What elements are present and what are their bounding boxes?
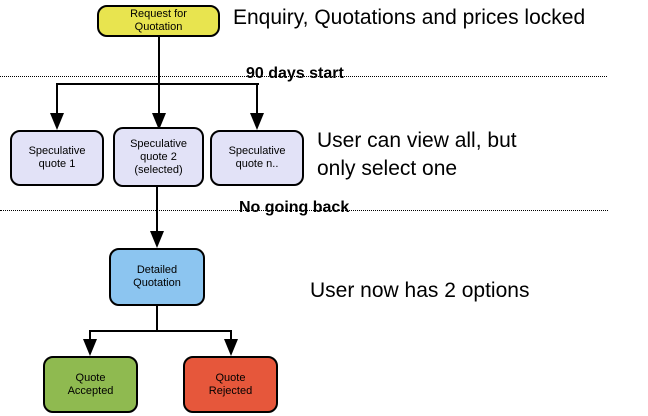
connector-branch2-right-stem bbox=[230, 330, 232, 341]
connector-detailed-down bbox=[156, 306, 158, 332]
arrowhead-to-spec2 bbox=[152, 113, 166, 130]
divider-label-no-going-back: No going back bbox=[239, 199, 350, 216]
annotation-enquiry-quotations-locked: Enquiry, Quotations and prices locked bbox=[233, 6, 586, 29]
arrowhead-to-rejected bbox=[224, 339, 238, 356]
connector-branch2-horizontal bbox=[89, 330, 232, 332]
node-specn-label: Speculative quote n.. bbox=[228, 145, 286, 170]
node-spec2-label: Speculative quote 2 (selected) bbox=[130, 137, 187, 176]
divider-line-no-going-back bbox=[0, 210, 608, 211]
connector-branch3-mid-stem bbox=[158, 83, 160, 115]
node-spec1-label: Speculative quote 1 bbox=[28, 145, 86, 170]
divider-line-90-days bbox=[0, 76, 607, 77]
node-speculative-quote-1: Speculative quote 1 bbox=[10, 130, 104, 186]
node-detailed-label: Detailed Quotation bbox=[133, 264, 181, 289]
connector-branch3-right-stem bbox=[256, 83, 258, 115]
connector-request-down bbox=[158, 37, 160, 84]
connector-branch2-left-stem bbox=[89, 330, 91, 341]
node-rejected-label: Quote Rejected bbox=[208, 371, 253, 397]
connector-spec2-down bbox=[156, 187, 158, 233]
node-request-label: Request for Quotation bbox=[130, 8, 187, 33]
node-quote-accepted: Quote Accepted bbox=[43, 356, 138, 413]
annotation-user-can-view-all: User can view all, but only select one bbox=[317, 129, 517, 180]
node-speculative-quote-2-selected: Speculative quote 2 (selected) bbox=[113, 127, 204, 187]
node-accepted-label: Quote Accepted bbox=[67, 371, 114, 397]
annotation-user-two-options: User now has 2 options bbox=[310, 279, 530, 302]
arrowhead-to-spec1 bbox=[50, 113, 64, 130]
divider-label-90-days-start: 90 days start bbox=[246, 65, 344, 82]
connector-branch3-left-stem bbox=[56, 83, 58, 115]
arrowhead-to-specn bbox=[250, 113, 264, 130]
node-request-for-quotation: Request for Quotation bbox=[97, 5, 220, 37]
node-speculative-quote-n: Speculative quote n.. bbox=[210, 130, 304, 186]
node-quote-rejected: Quote Rejected bbox=[183, 356, 278, 413]
arrowhead-to-detailed bbox=[150, 231, 164, 248]
arrowhead-to-accepted bbox=[83, 339, 97, 356]
node-detailed-quotation: Detailed Quotation bbox=[109, 248, 205, 306]
